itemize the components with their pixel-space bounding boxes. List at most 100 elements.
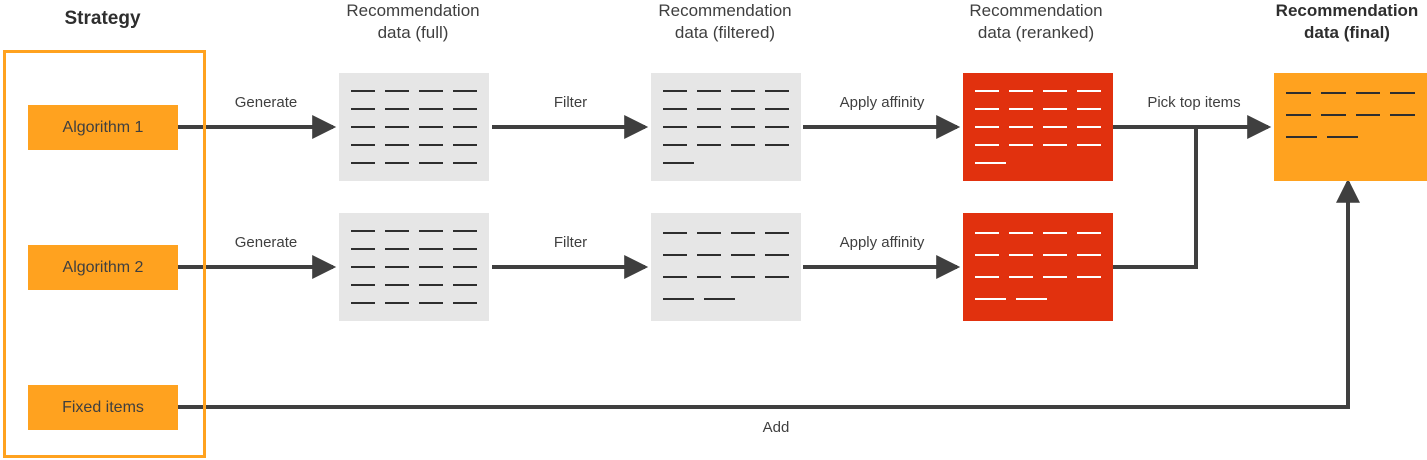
block-item-tick [765,126,789,128]
block-item-tick [663,144,687,146]
block-item-tick [1009,276,1033,278]
block-item-tick [1355,114,1381,116]
block-item-tick [385,144,409,146]
block-item-tick [1390,114,1415,116]
block-item-tick [351,144,375,146]
block-item-tick [351,90,375,92]
block-item-tick [419,108,443,110]
edge-label-filter-2: Filter [553,234,588,251]
block-item-tick [351,248,375,250]
block-item-tick [663,90,687,92]
block-item-tick [765,254,789,256]
block-item-tick [351,302,375,304]
block-item-tick [419,248,443,250]
block-row [351,159,477,167]
block-item-tick [975,162,1006,164]
arrow-add-fixed-items [178,178,1360,409]
block-item-tick [1077,144,1101,146]
block-item-tick [1077,276,1101,278]
block-row [663,87,789,95]
block-item-tick [1286,136,1317,138]
arrow-pick-top-items-row2 [1113,127,1198,269]
data-block-reranked-2 [963,213,1113,321]
block-row [663,293,789,305]
block-item-tick [1327,136,1358,138]
block-item-tick [975,108,999,110]
strategy-item-algorithm-1[interactable]: Algorithm 1 [28,105,178,150]
block-item-tick [663,232,687,234]
block-item-tick [1077,126,1101,128]
block-row [975,141,1101,149]
block-item-tick [385,162,409,164]
block-item-tick [453,284,477,286]
block-item-tick [1043,108,1067,110]
block-row [351,123,477,131]
column-title-final: Recommendation data (final) [1275,1,1419,42]
block-item-tick [697,144,721,146]
block-item-tick [1355,92,1381,94]
block-rows [651,213,801,321]
block-item-tick [385,266,409,268]
block-item-tick [453,108,477,110]
block-row [663,227,789,239]
edge-label-generate-1: Generate [234,94,298,111]
block-row [663,105,789,113]
block-item-tick [1043,276,1067,278]
block-item-tick [697,108,721,110]
block-row [1286,131,1415,143]
block-item-tick [385,126,409,128]
block-item-tick [1043,126,1067,128]
strategy-item-algorithm-2[interactable]: Algorithm 2 [28,245,178,290]
block-row [351,263,477,271]
block-item-tick [1286,114,1311,116]
block-item-tick [453,230,477,232]
block-item-tick [731,90,755,92]
block-item-tick [1043,90,1067,92]
block-rows [651,73,801,181]
block-rows [339,73,489,181]
block-row [975,105,1101,113]
block-item-tick [1286,92,1311,94]
data-block-filtered-1 [651,73,801,181]
block-item-tick [453,126,477,128]
block-row [663,271,789,283]
edge-label-filter-1: Filter [553,94,588,111]
block-item-tick [453,266,477,268]
block-item-tick [419,302,443,304]
block-item-tick [663,108,687,110]
block-item-tick [697,126,721,128]
block-item-tick [975,254,999,256]
block-row [975,123,1101,131]
edge-label-pick-top-items: Pick top items [1147,94,1241,111]
block-item-tick [1009,254,1033,256]
block-row [975,227,1101,239]
block-item-tick [1320,114,1346,116]
block-item-tick [663,126,687,128]
data-block-final [1274,73,1427,181]
column-title-reranked: Recommendation data (reranked) [969,1,1103,42]
block-row [1286,109,1415,121]
strategy-item-fixed-items[interactable]: Fixed items [28,385,178,430]
block-row [351,281,477,289]
data-block-filtered-2 [651,213,801,321]
block-item-tick [1009,90,1033,92]
block-row [351,141,477,149]
block-item-tick [1390,92,1415,94]
block-item-tick [704,298,735,300]
block-item-tick [453,90,477,92]
block-item-tick [1077,232,1101,234]
block-item-tick [385,248,409,250]
block-row [663,159,789,167]
block-item-tick [697,254,721,256]
block-item-tick [453,162,477,164]
block-item-tick [731,276,755,278]
block-item-tick [1009,144,1033,146]
block-item-tick [351,162,375,164]
block-item-tick [351,266,375,268]
column-title-full: Recommendation data (full) [346,1,480,42]
block-item-tick [975,298,1006,300]
block-item-tick [1077,108,1101,110]
block-item-tick [1009,232,1033,234]
block-item-tick [975,144,999,146]
